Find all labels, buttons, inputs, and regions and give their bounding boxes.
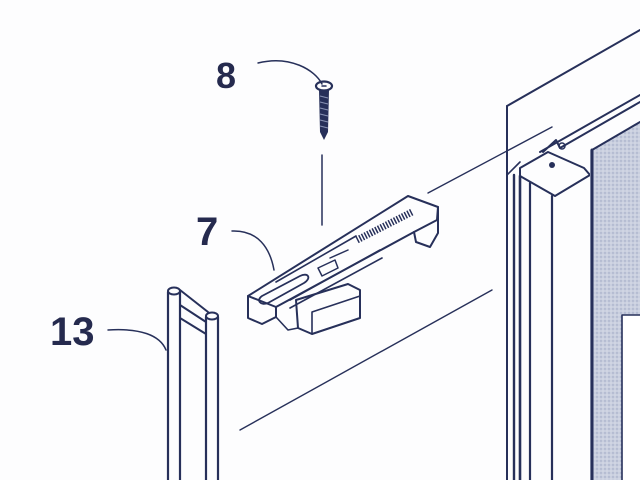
part-label-13: 13 (50, 310, 95, 354)
leader-line-7 (231, 230, 275, 271)
part-8-screw: 8 (216, 55, 334, 226)
part-label-7: 7 (196, 210, 218, 254)
latch-bracket-icon (247, 195, 439, 335)
part-7-latch-bracket: 7 (196, 195, 439, 335)
leader-line-8 (257, 60, 323, 85)
part-label-8: 8 (216, 55, 236, 96)
assembly-guide-lines (239, 126, 553, 431)
door-frame (506, 29, 640, 480)
part-13-rail: 13 (50, 286, 220, 480)
screw-icon (314, 80, 334, 140)
rail-profile-icon (166, 286, 220, 480)
leader-line-13 (107, 328, 167, 351)
